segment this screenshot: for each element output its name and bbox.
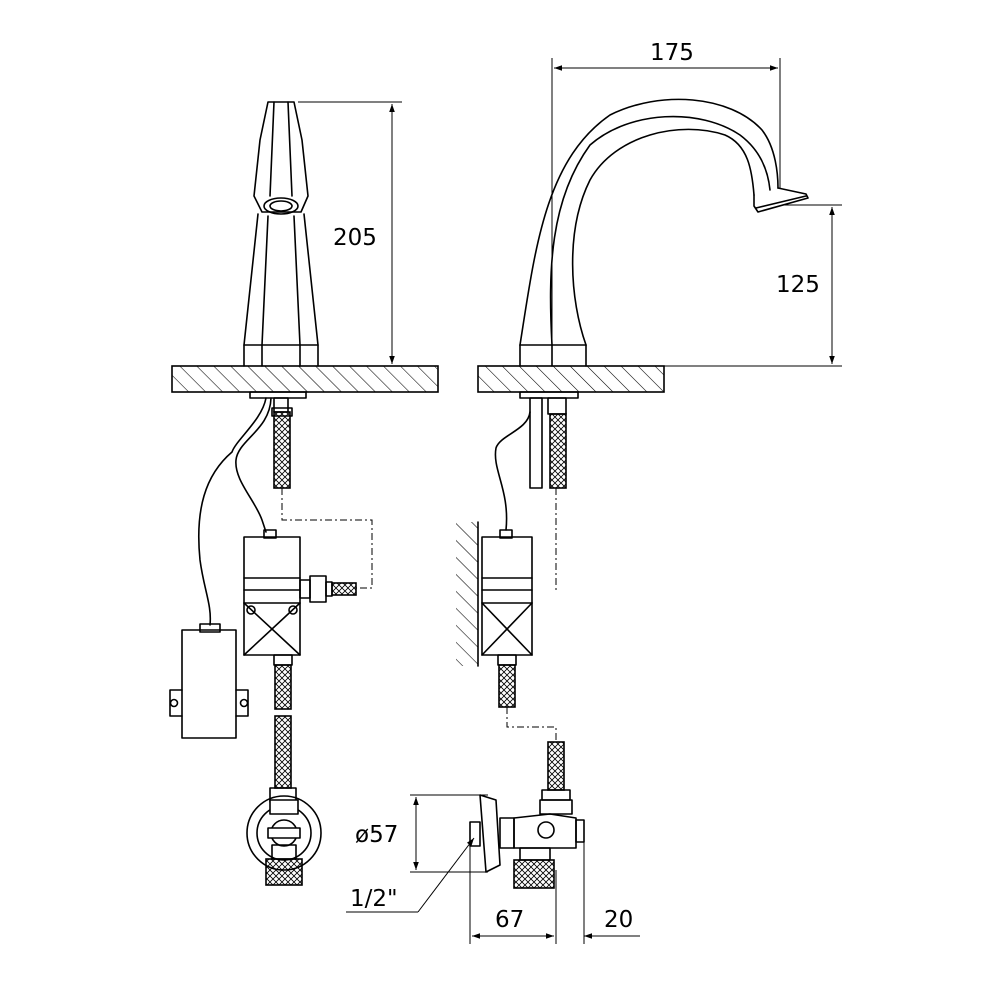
dimension-label-diameter: ø57 — [355, 822, 398, 848]
dimension-label-67: 67 — [495, 907, 524, 933]
wall-section — [456, 522, 478, 666]
solenoid-valve-side — [481, 529, 533, 656]
faucet-spout-side — [519, 98, 809, 367]
valve-knob-front — [265, 858, 303, 886]
hose-lower-left — [274, 664, 292, 710]
countertop-right — [477, 365, 665, 393]
countertop-left — [171, 365, 439, 393]
dimension-label-thread: 1/2" — [350, 886, 398, 912]
dimension-label-20: 20 — [604, 907, 633, 933]
solenoid-valve-front — [243, 529, 357, 656]
control-box — [169, 623, 249, 739]
dimension-label-125: 125 — [776, 272, 820, 298]
front-view: 205 — [169, 101, 439, 886]
faucet-body-front — [243, 101, 319, 367]
dimension-valve-depth: 67 20 — [469, 842, 640, 944]
hose-lower-left-2 — [274, 715, 292, 789]
dimension-spout-reach: 175 — [551, 40, 781, 345]
dimension-height-total: 205 — [298, 101, 402, 367]
hose-top-left — [273, 411, 291, 489]
angle-valve-side — [469, 789, 585, 889]
dimension-spout-height: 125 — [664, 204, 842, 367]
side-view: 175 125 ø57 1/2" 67 — [346, 40, 842, 944]
mount-nut-left — [249, 391, 307, 399]
dimension-thread: 1/2" — [346, 837, 475, 913]
dimension-flange-diameter: ø57 — [355, 794, 488, 873]
dimension-label-175: 175 — [650, 40, 694, 66]
dimension-label-205: 205 — [333, 225, 377, 251]
angle-valve-front — [246, 795, 322, 886]
